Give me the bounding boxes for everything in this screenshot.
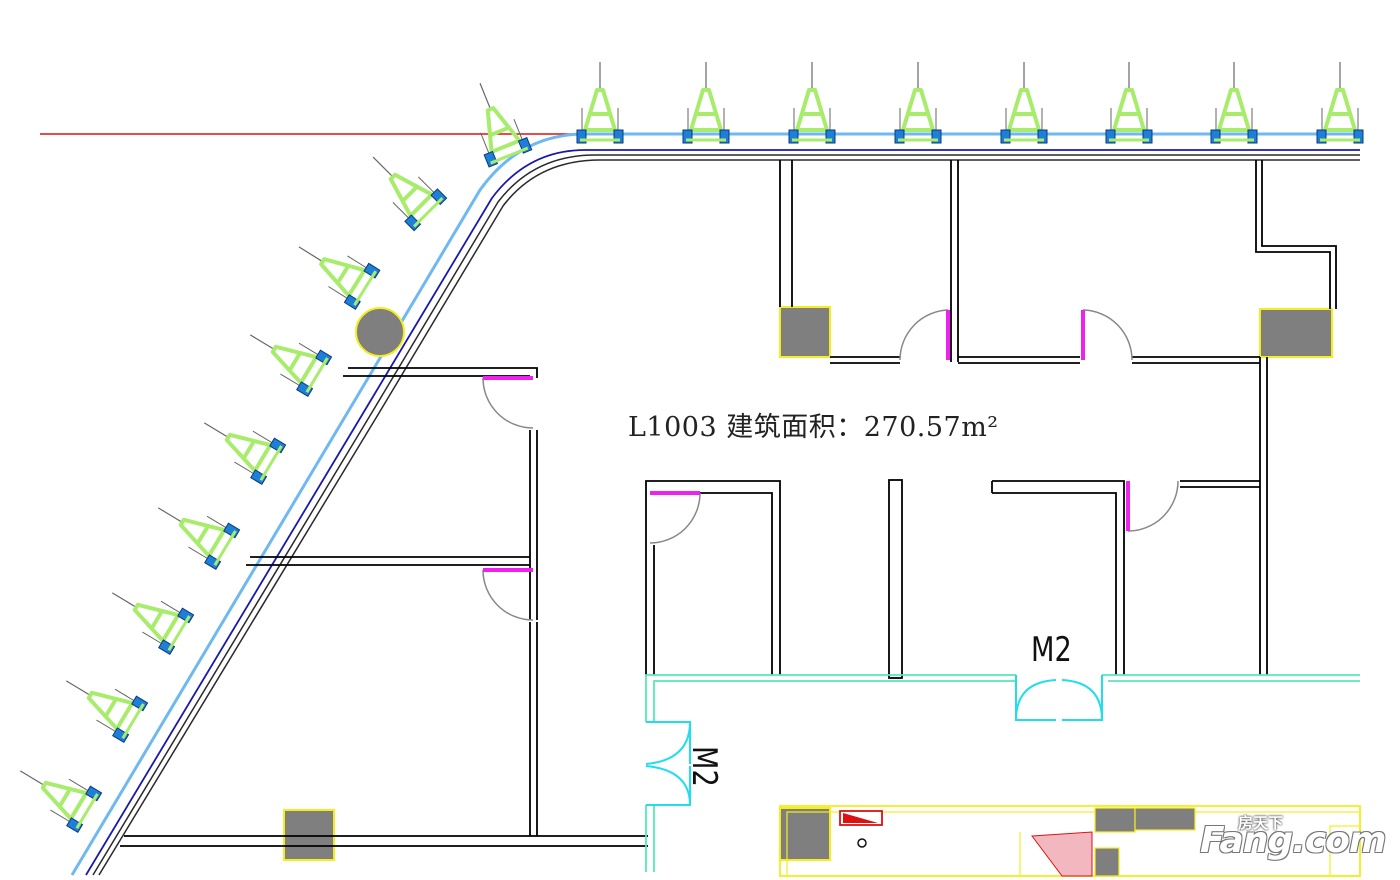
- facade-brackets-top: [575, 60, 1365, 145]
- unit-area-label: L1003 建筑面积：270.57m²: [628, 412, 999, 443]
- structural-columns: [283, 306, 1333, 861]
- service-area: [779, 805, 1361, 877]
- door-tag-m2-west: M2: [684, 746, 724, 787]
- interior-walls: [120, 160, 1337, 847]
- door-tag-m2-north: M2: [1031, 630, 1072, 670]
- double-doors: [645, 675, 1103, 806]
- watermark-en: Fang.com: [1200, 820, 1386, 861]
- swing-doors: [482, 309, 1179, 621]
- corridor-walls: [645, 674, 1360, 872]
- fang-watermark: Fang.com 房天下: [1200, 812, 1390, 872]
- facade-brackets-diagonal: [6, 72, 534, 835]
- watermark-cn: 房天下: [1238, 814, 1284, 832]
- curtain-wall: [70, 132, 1360, 876]
